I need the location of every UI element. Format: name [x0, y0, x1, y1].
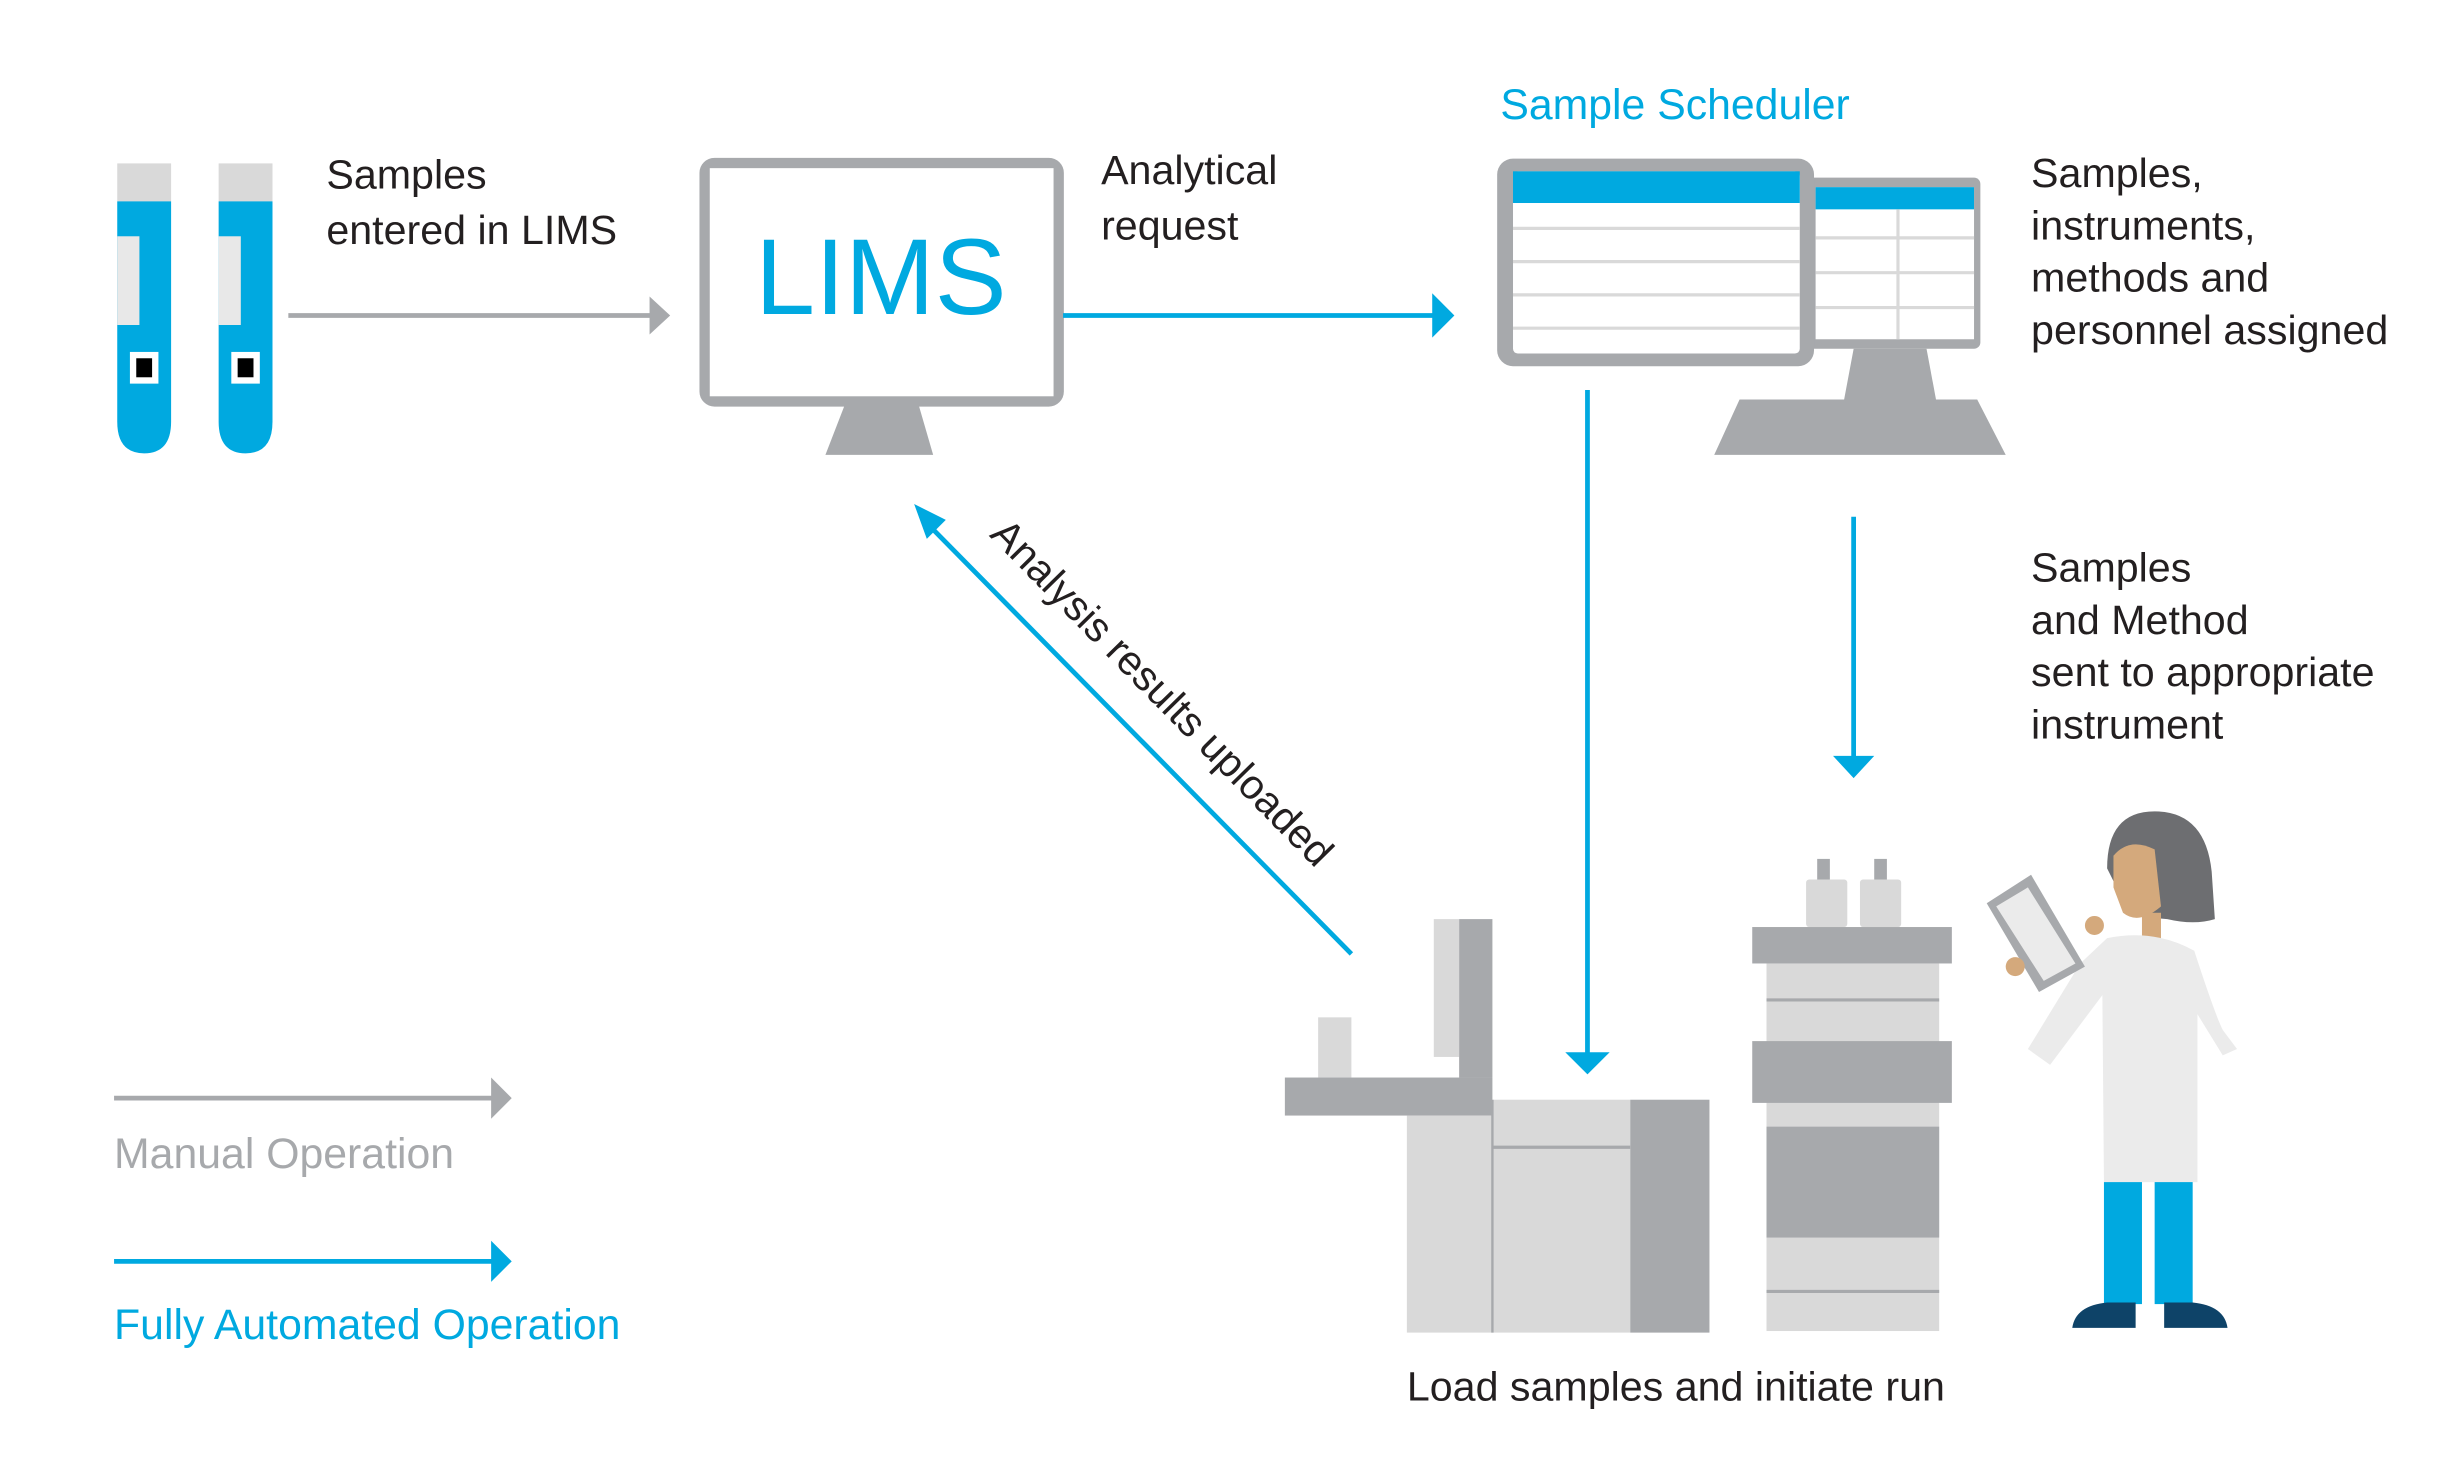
samples-entered-label: Samples entered in LIMS: [326, 152, 617, 253]
legend-automated-label: Fully Automated Operation: [114, 1301, 620, 1349]
sample-tube-2: [218, 163, 273, 454]
automated-arrow-to-autosampler: [1565, 389, 1610, 1075]
lims-screen-label: LIMS: [755, 216, 1006, 337]
hplc-stack-instrument-icon: [1752, 858, 1952, 1332]
legend: Manual Operation Fully Automated Operati…: [114, 1077, 620, 1349]
sample-scheduler-title: Sample Scheduler: [1500, 81, 1849, 129]
automated-arrow-results-to-lims: [914, 504, 1354, 956]
scientist-figure-icon: [1986, 811, 2238, 1328]
load-samples-label: Load samples and initiate run: [1407, 1364, 1945, 1410]
sample-tubes-icon: [117, 163, 273, 454]
legend-item-automated: Fully Automated Operation: [114, 1240, 620, 1349]
lims-monitor-icon: LIMS: [699, 157, 1064, 455]
autosampler-instrument-icon: [1284, 919, 1710, 1333]
legend-manual-label: Manual Operation: [114, 1130, 454, 1178]
analytical-request-label: Analytical request: [1101, 147, 1289, 248]
sample-tube-1: [117, 163, 172, 454]
assigned-label: Samples, instruments, methods and person…: [2031, 150, 2388, 353]
results-uploaded-label: Analysis results uploaded: [982, 510, 1342, 875]
automated-arrow-to-scheduler: [1063, 293, 1455, 338]
manual-arrow-to-lims: [288, 296, 671, 335]
automated-arrow-to-instrument: [1833, 516, 1875, 779]
sent-to-instrument-label: Samples and Method sent to appropriate i…: [2031, 545, 2386, 748]
scheduler-monitors-icon: [1497, 158, 2006, 455]
legend-item-manual: Manual Operation: [114, 1077, 512, 1178]
